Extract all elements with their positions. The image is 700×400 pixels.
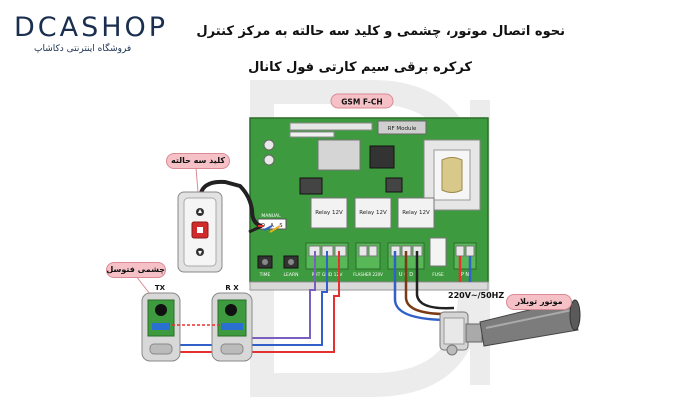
relay-2 [354,197,392,229]
fuse-label: FUSE [432,272,444,278]
model-label: GSM F-CH [341,98,382,107]
manual-pin-s: S [279,223,282,229]
gsm-module [317,139,361,171]
logo-text: DCASHOP [14,12,169,43]
fuse-holder [429,237,447,267]
logo-subtitle: فروشگاه اینترنتی دکاشاپ [34,44,132,54]
wire-motor-u [393,251,451,322]
relay-1-label: Relay 12V [315,210,343,216]
motor-label: موتور توبلار [506,294,572,310]
learn-button-cap[interactable] [288,259,294,265]
terminal-flasher-label: FLASHER 220V [353,272,383,277]
board-base [249,281,489,291]
rf-module-label: RF Module [388,126,417,132]
photocell-label: چشمی فتوسل [106,262,166,278]
capacitor-2 [263,154,275,166]
tubular-motor [439,299,581,356]
switch-label: کلید سه حالته [166,153,230,169]
relay-3-label: Relay 12V [402,210,430,216]
small-chip [385,177,403,193]
time-button-cap[interactable] [262,259,268,265]
time-button-label: TIME [259,272,271,278]
mcu-chip [369,145,395,169]
title-line-1: نحوه اتصال موتور، چشمی و کلید سه حالته ب… [196,24,565,39]
pin-header-top [289,122,373,131]
relay-2-label: Relay 12V [359,210,387,216]
tx-label: TX [155,284,166,292]
relay-1 [310,197,348,229]
wire-motor-d [415,251,455,310]
transformer-coil [441,157,463,193]
model-badge [330,93,394,109]
regulator-chip [299,177,323,195]
relay-3 [397,197,435,229]
capacitor-1 [263,139,275,151]
manual-header-label: MANUAL [261,213,281,219]
learn-button-label: LEARN [284,272,299,278]
pin-header-small [289,131,335,138]
switch-cable [198,179,263,228]
title-line-2: کرکره برقی سیم کارتی فول کانال [248,60,472,75]
rx-label: R X [225,284,239,292]
manual-pin-a: A [270,223,274,229]
rf-module [377,120,427,135]
terminal-power-label: P N [461,272,470,278]
wire-photocell-signal [250,251,316,339]
voltage-label: 220V~/50HZ [448,291,504,300]
